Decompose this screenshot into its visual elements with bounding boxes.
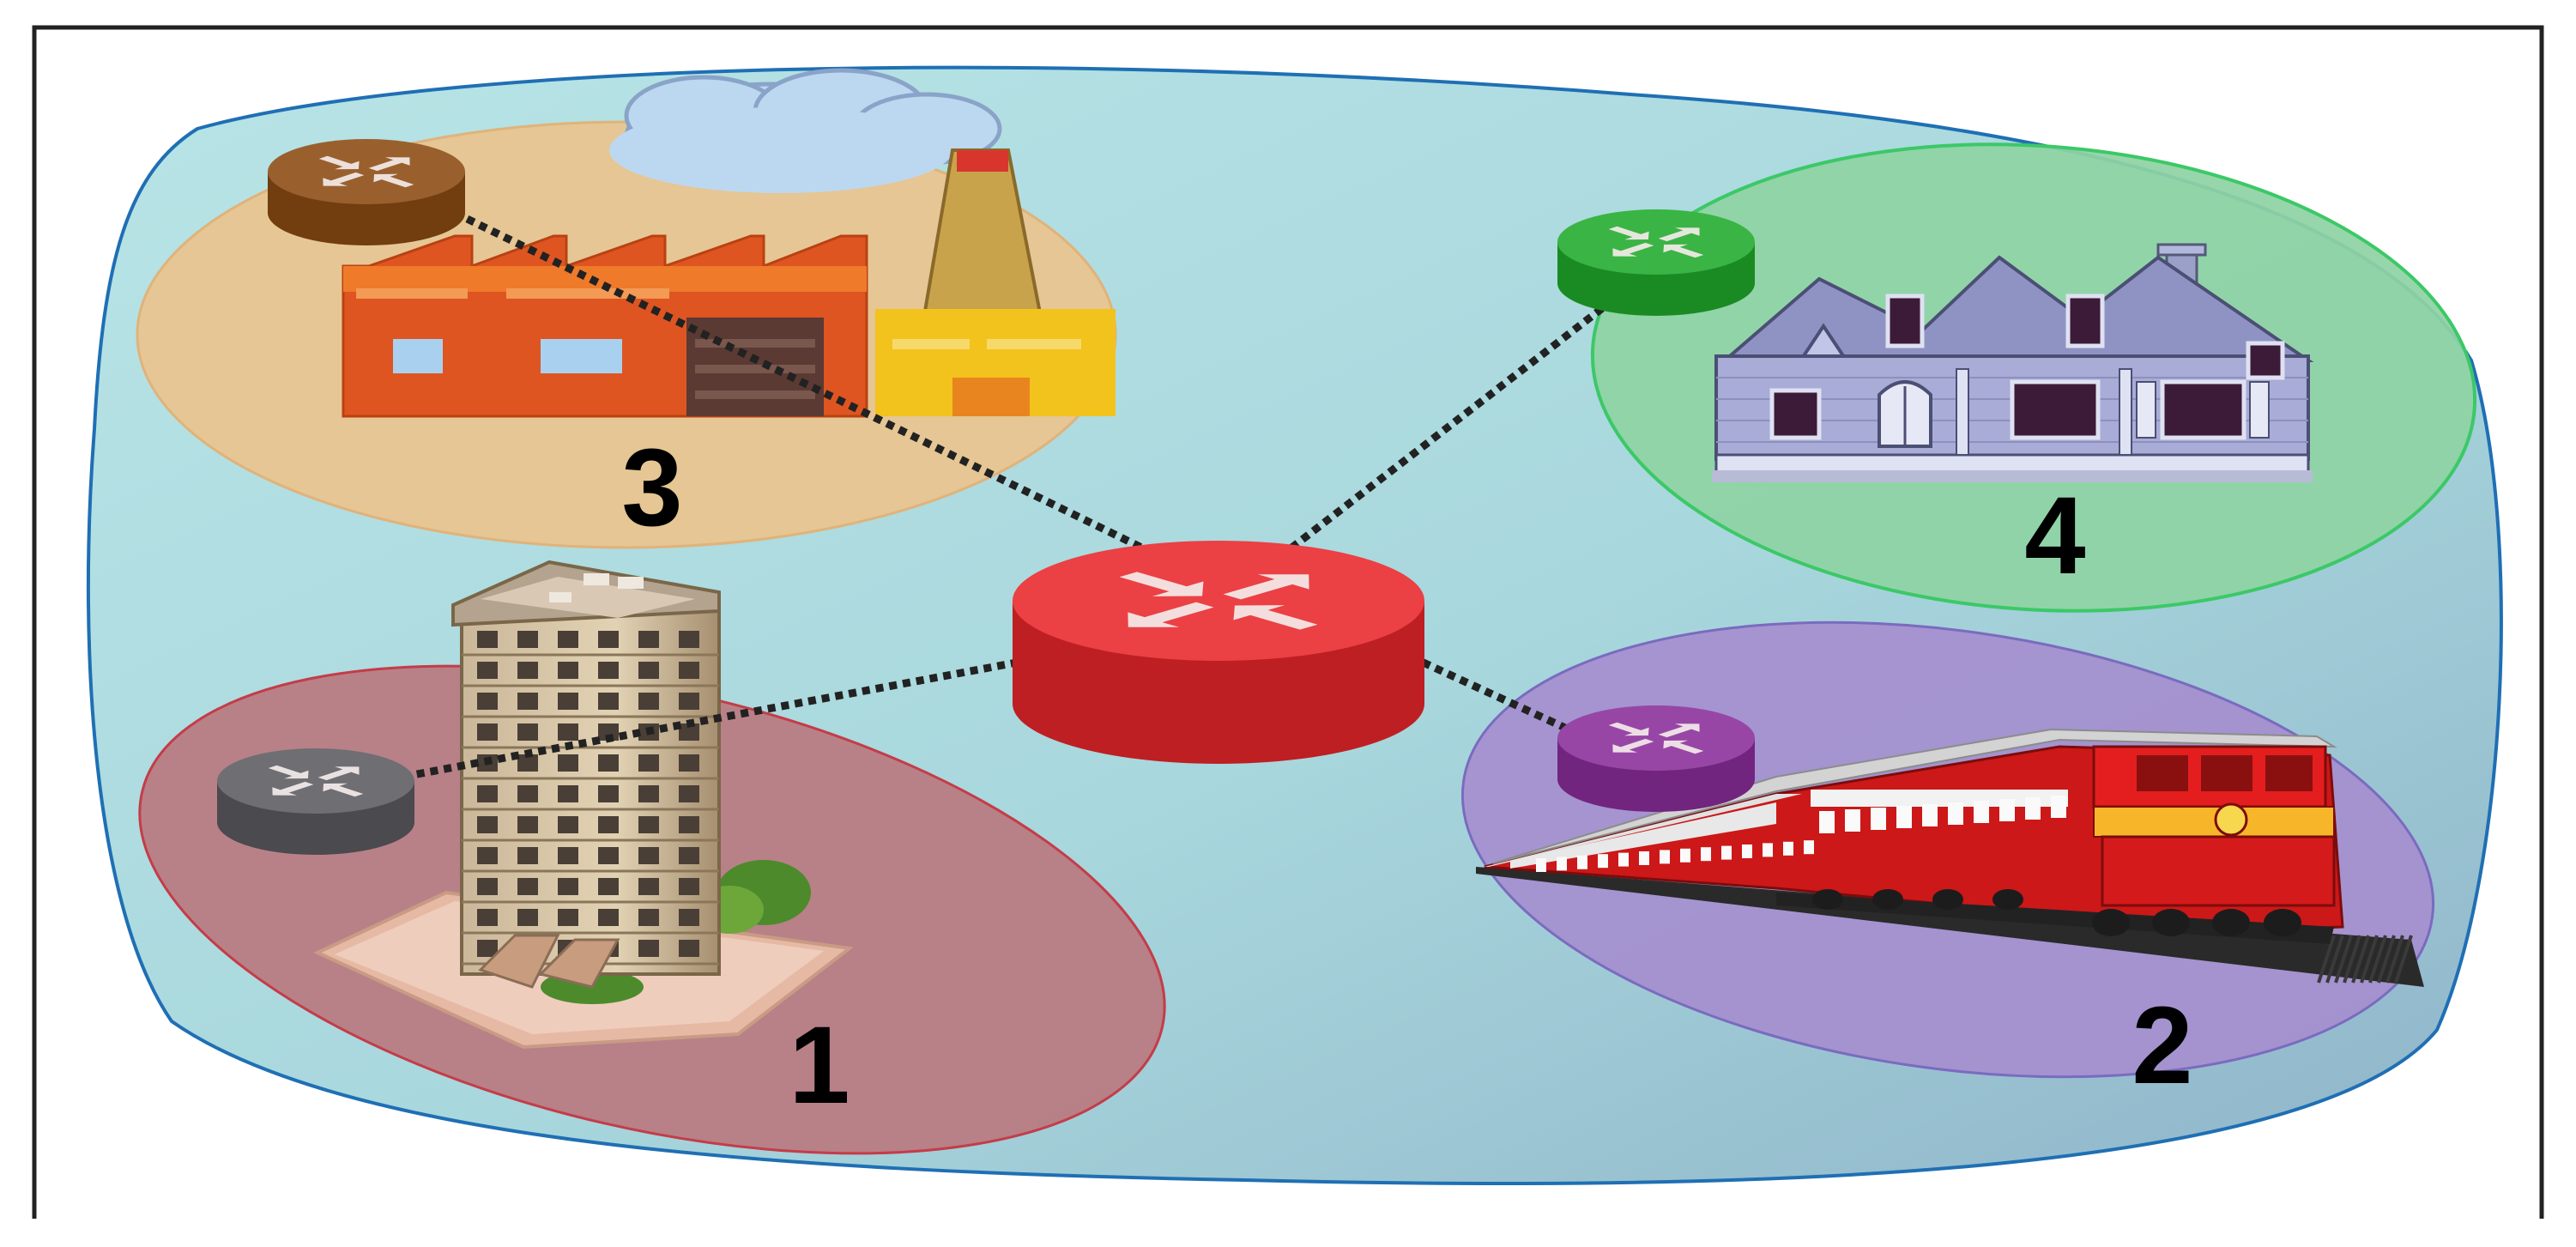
apartment-building-icon (313, 560, 855, 1050)
house-icon (1712, 243, 2314, 482)
zone-2-router-icon (1557, 705, 1755, 812)
zone-2-label: 2 (2132, 984, 2192, 1107)
zone-3-label: 3 (621, 427, 682, 549)
link-to-zone-4 (1276, 280, 1637, 561)
link-to-zone-3 (453, 209, 1164, 562)
zone-3-router-icon (268, 139, 465, 245)
zone-4-label: 4 (2024, 475, 2085, 597)
zone-1-label: 1 (789, 1004, 850, 1127)
central-router-icon (1013, 541, 1424, 764)
zone-1-router-icon (217, 748, 414, 855)
factory-icon (342, 68, 1116, 418)
diagram-frame (32, 25, 2544, 1219)
zone-4-router-icon (1557, 209, 1755, 316)
link-to-zone-2 (1371, 635, 1589, 742)
train-icon (1476, 728, 2424, 987)
